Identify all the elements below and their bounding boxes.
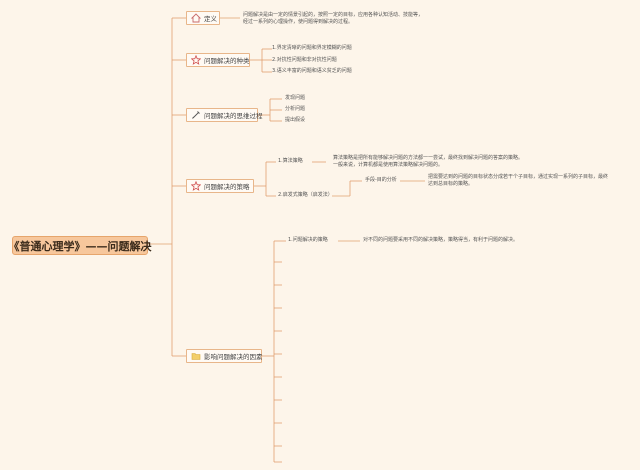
root-topic[interactable]: 《普通心理学》——问题解决 — [9, 236, 152, 255]
branch-types-label: 问题解决的种类 — [204, 57, 250, 65]
algorithm-strategy-text: 算法策略是把所有能够解决问题的方法都一一尝试，最终找到解决问题的答案的策略。一般… — [333, 155, 524, 168]
branch-process[interactable]: 问题解决的思维过程 — [186, 108, 263, 122]
types-item-2: 2.对抗性问题和非对抗性问题 — [272, 57, 337, 63]
branch-factors-label: 影响问题解决的因素 — [204, 353, 263, 361]
star-icon — [190, 54, 202, 65]
star-icon — [190, 180, 202, 191]
branch-strategies[interactable]: 问题解决的策略 — [186, 179, 254, 193]
pencil-icon — [191, 110, 201, 120]
branch-definition[interactable]: 定义 — [186, 11, 220, 25]
types-item-1: 1.界定清晰的问题和界定模糊的问题 — [272, 45, 352, 51]
means-end-analysis-label: 手段-目的分析 — [365, 177, 397, 183]
branch-process-label: 问题解决的思维过程 — [204, 112, 263, 120]
factors-strategy-label: 1.问题解决的策略 — [288, 237, 328, 243]
branch-strategies-label: 问题解决的策略 — [204, 183, 250, 191]
definition-text: 问题解决是由一定的情景引起的，按照一定的目标，应用各种认知活动、技能等，经过一系… — [243, 12, 424, 25]
means-end-analysis-text: 把需要达到的问题的目标状态分成若干个子目标，通过实现一系列的子目标，最终达到总目… — [428, 174, 609, 187]
process-item-3: 提出假设 — [285, 117, 306, 123]
branch-definition-label: 定义 — [204, 15, 217, 23]
types-item-3: 3.语义丰富的问题和语义贫乏的问题 — [272, 68, 352, 74]
branch-factors[interactable]: 影响问题解决的因素 — [186, 349, 263, 363]
process-item-2: 分析问题 — [285, 106, 306, 112]
branch-types[interactable]: 问题解决的种类 — [186, 53, 250, 67]
process-item-1: 发现问题 — [285, 95, 306, 101]
heuristic-strategy-label: 2.启发式策略（启发法） — [278, 192, 333, 198]
folder-icon — [191, 351, 201, 361]
home-icon — [190, 13, 202, 23]
algorithm-strategy-label: 1.算法策略 — [278, 158, 303, 164]
factors-strategy-text: 对不同的问题要采用不同的解决策略，策略得当，有利于问题的解决。 — [363, 237, 519, 243]
